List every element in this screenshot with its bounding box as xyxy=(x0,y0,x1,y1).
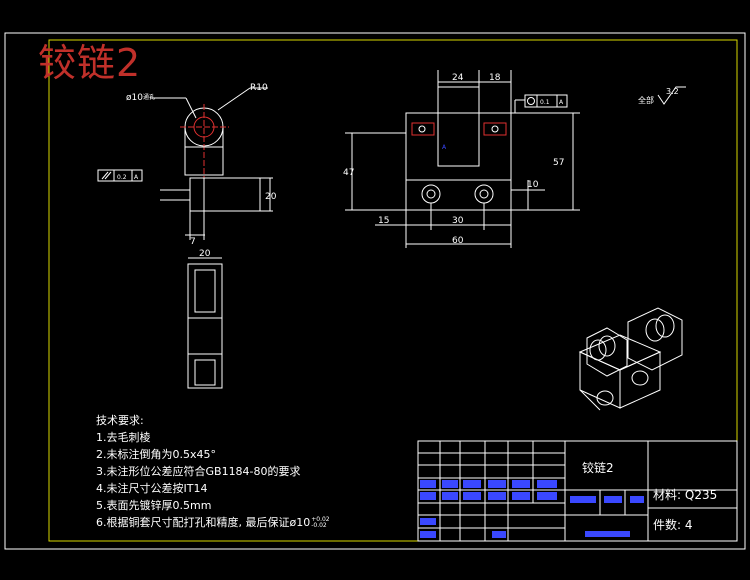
dim-h57: 57 xyxy=(553,158,564,168)
tolerance-lower: -0.02 xyxy=(311,522,327,529)
technical-notes: 技术要求: 1.去毛刺棱 2.未标注倒角为0.5x45° 3.未注形位公差应符合… xyxy=(96,412,330,531)
dim-hole-note: 通孔 xyxy=(143,93,155,101)
tolerance-upper: +0.02 xyxy=(311,516,330,523)
roughness-value: 3.2 xyxy=(666,87,679,96)
count-value: 4 xyxy=(684,518,693,532)
dim-h20-side: 20 xyxy=(265,192,277,202)
tolerance-parallel-value: 0.2 xyxy=(117,174,127,181)
dim-w18: 18 xyxy=(489,73,501,83)
isometric-view[interactable] xyxy=(578,307,683,411)
notes-title: 技术要求: xyxy=(96,414,144,427)
dim-h47: 47 xyxy=(343,168,354,178)
count-label: 件数: xyxy=(653,518,682,532)
side-view-left[interactable] xyxy=(150,87,273,240)
note-3: 3.未注形位公差应符合GB1184-80的要求 xyxy=(96,465,301,478)
top-view[interactable] xyxy=(187,257,223,389)
material-value: Q235 xyxy=(684,488,718,502)
inner-frame xyxy=(48,39,738,542)
front-view[interactable] xyxy=(345,70,580,248)
dim-h10: 10 xyxy=(527,180,539,190)
title-block-material: 材料: Q235 xyxy=(653,486,717,503)
tolerance-position-datum: A xyxy=(559,99,564,106)
tolerance-frame-parallel xyxy=(97,169,143,182)
roughness-label: 全部 xyxy=(638,95,654,105)
note-1: 1.去毛刺棱 xyxy=(96,431,151,444)
tolerance-position-value: 0.1 xyxy=(540,99,550,106)
outer-frame xyxy=(4,32,746,550)
title-block[interactable] xyxy=(417,440,738,542)
dim-w24: 24 xyxy=(452,73,464,83)
title-block-labels xyxy=(420,480,644,538)
title-block-count: 件数: 4 xyxy=(653,516,693,533)
note-5: 5.表面先镀锌厚0.5mm xyxy=(96,499,212,512)
tolerance-frame-position xyxy=(524,94,568,108)
dim-w20: 20 xyxy=(199,249,211,259)
title-block-part-name: 铰链2 xyxy=(582,461,614,475)
dim-r10: R10 xyxy=(250,83,268,93)
note-6-text: 6.根据铜套尺寸配打孔和精度, 最后保证ø10 xyxy=(96,516,311,529)
dim-w60: 60 xyxy=(452,236,464,246)
dim-w30: 30 xyxy=(452,216,464,226)
roughness-symbol xyxy=(657,86,686,105)
drawing-title: 铰链2 xyxy=(38,41,142,85)
note-4: 4.未注尺寸公差按IT14 xyxy=(96,482,208,495)
tolerance-parallel-datum: A xyxy=(134,174,139,181)
material-label: 材料: xyxy=(653,488,682,502)
note-2: 2.未标注倒角为0.5x45° xyxy=(96,448,216,461)
dim-w15: 15 xyxy=(378,216,389,226)
dim-hole: ø10 xyxy=(126,93,143,103)
datum-a-front: A xyxy=(442,144,447,151)
note-6: 6.根据铜套尺寸配打孔和精度, 最后保证ø10+0.02-0.02 xyxy=(96,514,330,531)
dim-d7: 7 xyxy=(190,237,196,247)
